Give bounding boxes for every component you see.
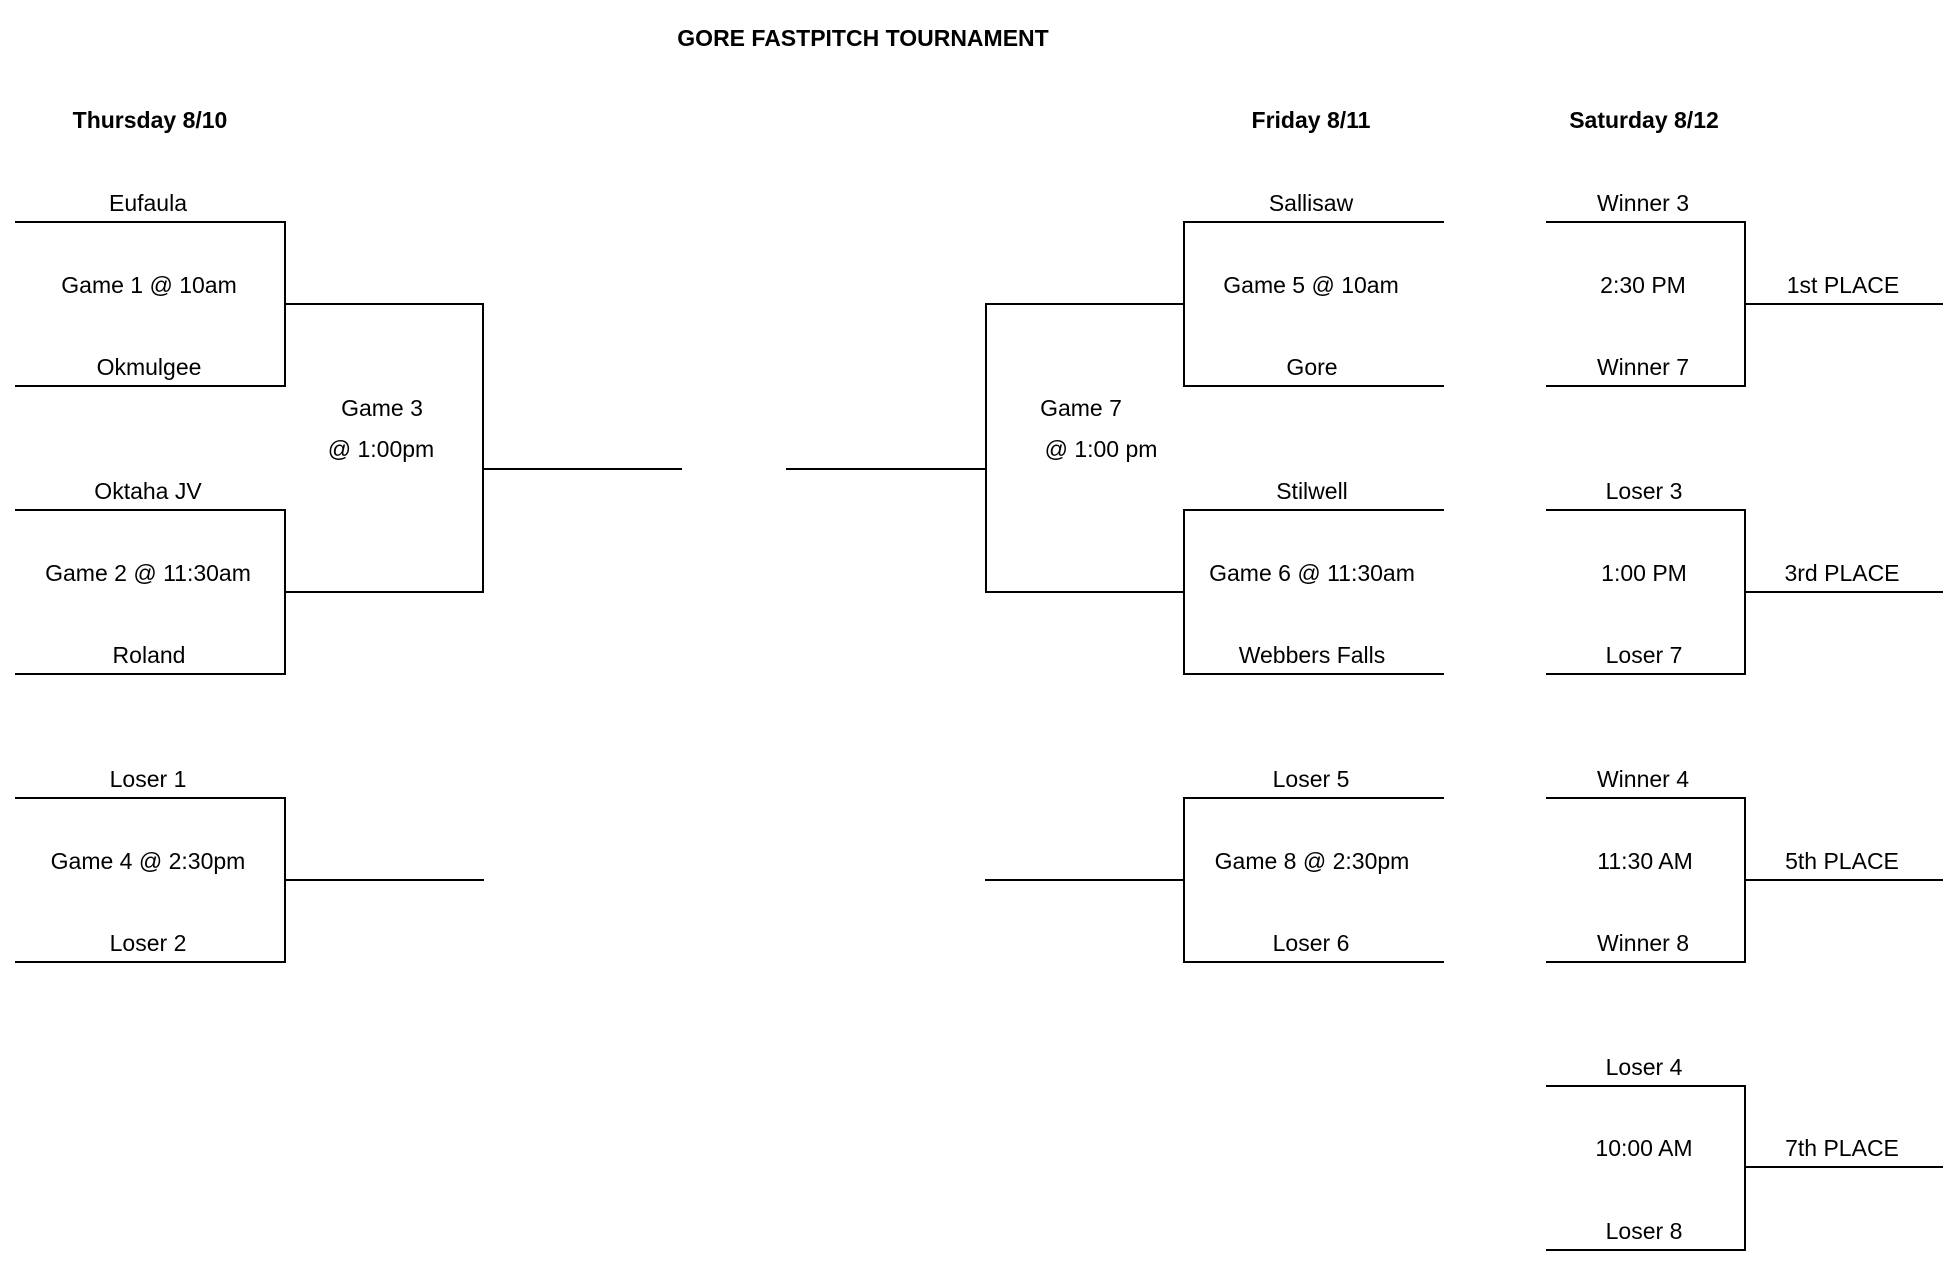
game6-top-line bbox=[1183, 509, 1444, 511]
game4-label: Game 4 @ 2:30pm bbox=[50, 848, 246, 874]
game1-top-line bbox=[15, 221, 285, 223]
seventh-place-result-line bbox=[1744, 1166, 1943, 1168]
first-place-bottom-line bbox=[1546, 385, 1746, 387]
game7-label-line1: Game 7 bbox=[1040, 395, 1122, 421]
seventh-place-bottom-line bbox=[1546, 1249, 1746, 1251]
game4-top-line bbox=[15, 797, 285, 799]
third-place-team-top: Loser 3 bbox=[1605, 478, 1683, 504]
game8-team-bottom: Loser 6 bbox=[1272, 930, 1350, 956]
day-header-friday: Friday 8/11 bbox=[1251, 107, 1371, 133]
game3-label-line2: @ 1:00pm bbox=[327, 436, 435, 462]
fifth-place-result-line bbox=[1744, 879, 1943, 881]
game7-label-line2: @ 1:00 pm bbox=[1044, 436, 1158, 462]
fifth-place-label: 5th PLACE bbox=[1785, 848, 1899, 874]
game3-winner-line bbox=[482, 468, 682, 470]
third-place-label: 3rd PLACE bbox=[1784, 560, 1900, 586]
seventh-place-team-bottom: Loser 8 bbox=[1605, 1218, 1683, 1244]
game2-team-bottom: Roland bbox=[112, 642, 186, 668]
first-place-result-line bbox=[1744, 303, 1943, 305]
game6-label: Game 6 @ 11:30am bbox=[1209, 560, 1415, 586]
first-place-team-bottom: Winner 7 bbox=[1596, 354, 1690, 380]
game8-label: Game 8 @ 2:30pm bbox=[1214, 848, 1410, 874]
seventh-place-bracket-side bbox=[1744, 1085, 1746, 1251]
game4-team-bottom: Loser 2 bbox=[109, 930, 187, 956]
game2-winner-line bbox=[284, 591, 483, 593]
game1-bottom-line bbox=[15, 385, 285, 387]
seventh-place-team-top: Loser 4 bbox=[1605, 1054, 1683, 1080]
game5-bottom-line bbox=[1183, 385, 1444, 387]
game8-top-line bbox=[1183, 797, 1444, 799]
game1-label: Game 1 @ 10am bbox=[61, 272, 237, 298]
game2-team-top: Oktaha JV bbox=[94, 478, 202, 504]
first-place-time: 2:30 PM bbox=[1600, 272, 1686, 298]
seventh-place-label: 7th PLACE bbox=[1785, 1135, 1899, 1161]
game5-winner-line bbox=[985, 303, 1185, 305]
game7-winner-line bbox=[786, 468, 987, 470]
game3-label-line1: Game 3 bbox=[341, 395, 423, 421]
game7-bracket-side bbox=[985, 303, 987, 593]
game8-bottom-line bbox=[1183, 961, 1444, 963]
game5-team-top: Sallisaw bbox=[1268, 190, 1354, 216]
seventh-place-time: 10:00 AM bbox=[1595, 1135, 1693, 1161]
third-place-bottom-line bbox=[1546, 673, 1746, 675]
game3-bracket-side bbox=[482, 303, 484, 593]
fifth-place-bottom-line bbox=[1546, 961, 1746, 963]
game1-team-bottom: Okmulgee bbox=[96, 354, 202, 380]
game2-top-line bbox=[15, 509, 285, 511]
third-place-time: 1:00 PM bbox=[1601, 560, 1687, 586]
game5-team-bottom: Gore bbox=[1286, 354, 1338, 380]
third-place-team-bottom: Loser 7 bbox=[1605, 642, 1683, 668]
game2-bottom-line bbox=[15, 673, 285, 675]
fifth-place-team-top: Winner 4 bbox=[1596, 766, 1690, 792]
game5-top-line bbox=[1183, 221, 1444, 223]
third-place-top-line bbox=[1546, 509, 1746, 511]
game4-winner-line bbox=[284, 879, 484, 881]
game6-bottom-line bbox=[1183, 673, 1444, 675]
day-header-thursday: Thursday 8/10 bbox=[72, 107, 228, 133]
first-place-team-top: Winner 3 bbox=[1596, 190, 1690, 216]
game1-team-top: Eufaula bbox=[108, 190, 188, 216]
game1-winner-line bbox=[284, 303, 483, 305]
game6-team-bottom: Webbers Falls bbox=[1238, 642, 1386, 668]
page-title: GORE FASTPITCH TOURNAMENT bbox=[677, 25, 1049, 51]
first-place-top-line bbox=[1546, 221, 1746, 223]
game6-winner-line bbox=[985, 591, 1185, 593]
game4-team-top: Loser 1 bbox=[109, 766, 187, 792]
game8-team-top: Loser 5 bbox=[1272, 766, 1350, 792]
fifth-place-top-line bbox=[1546, 797, 1746, 799]
day-header-saturday: Saturday 8/12 bbox=[1569, 107, 1719, 133]
game6-team-top: Stilwell bbox=[1276, 478, 1348, 504]
first-place-label: 1st PLACE bbox=[1786, 272, 1900, 298]
fifth-place-time: 11:30 AM bbox=[1597, 848, 1693, 874]
fifth-place-team-bottom: Winner 8 bbox=[1596, 930, 1690, 956]
game8-winner-line bbox=[985, 879, 1185, 881]
game2-label: Game 2 @ 11:30am bbox=[45, 560, 251, 586]
game5-label: Game 5 @ 10am bbox=[1223, 272, 1399, 298]
third-place-result-line bbox=[1744, 591, 1943, 593]
game4-bottom-line bbox=[15, 961, 285, 963]
seventh-place-top-line bbox=[1546, 1085, 1746, 1087]
